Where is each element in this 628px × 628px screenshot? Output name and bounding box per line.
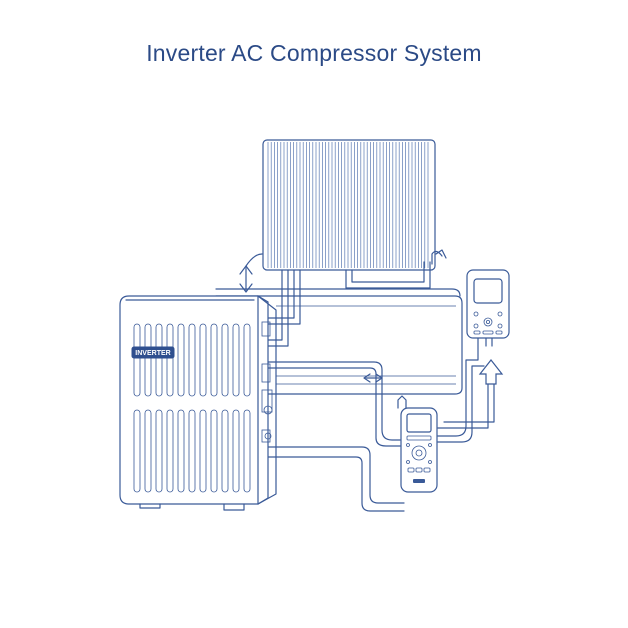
remote-controller: [397, 395, 438, 493]
inverter-badge-label: INVERTER: [135, 350, 170, 357]
flow-arrows: [239, 249, 504, 385]
condenser-coil: [262, 139, 436, 271]
inverter-badge: INVERTER: [131, 346, 175, 359]
outdoor-unit: [119, 295, 277, 511]
diagram-title: Inverter AC Compressor System: [146, 40, 482, 66]
wall-controller: [466, 269, 510, 339]
refrigerant-pipes: [261, 261, 495, 512]
